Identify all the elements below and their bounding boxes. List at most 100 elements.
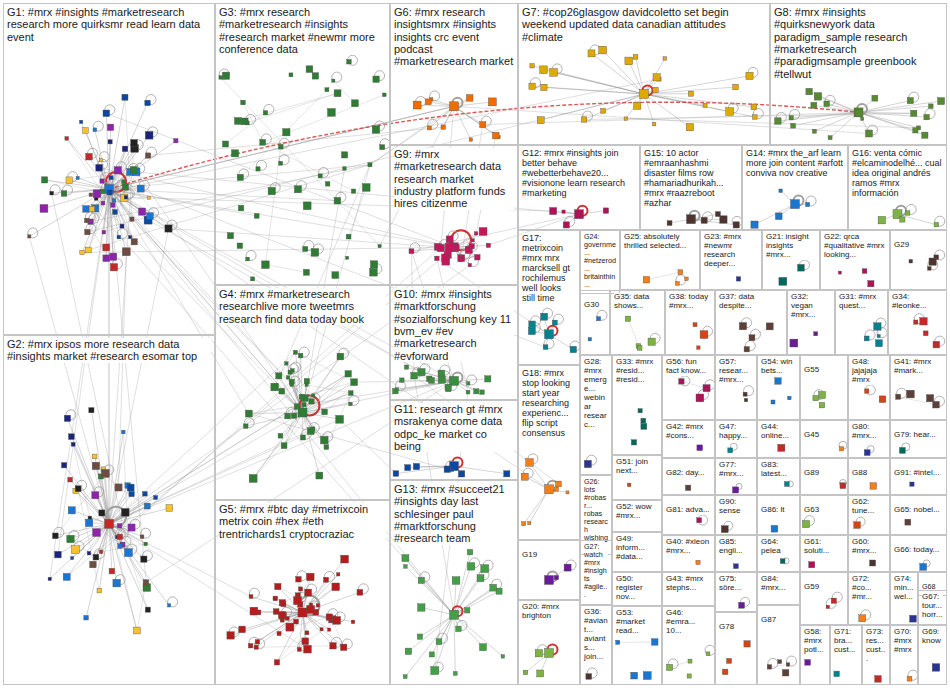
network-link	[87, 94, 644, 232]
group-box: G12: #mrx #insights join better behave #…	[518, 145, 640, 230]
vertex	[813, 396, 818, 401]
vertex	[727, 658, 732, 663]
self-loop	[255, 639, 265, 649]
vertex	[831, 598, 836, 603]
vertex	[928, 267, 932, 271]
vertex	[254, 214, 259, 219]
vertex	[471, 239, 474, 242]
vertex	[733, 487, 739, 493]
network-link	[454, 102, 492, 106]
group-box: G9: #mrx #marketresearch data research m…	[390, 145, 518, 285]
vertex	[147, 196, 150, 199]
vertex	[325, 88, 329, 92]
vertex	[728, 448, 733, 453]
group-label: G14: #mrx the_arf learn more join conten…	[746, 148, 844, 178]
group-box: G59	[800, 572, 848, 625]
group-box: G29	[890, 230, 947, 290]
self-loop	[249, 588, 259, 598]
network-link	[81, 122, 109, 189]
vertex	[89, 193, 93, 197]
group-label: G73: res... cust...	[866, 628, 886, 664]
vertex	[418, 369, 425, 376]
vertex	[289, 73, 293, 77]
vertex	[409, 249, 414, 254]
self-loop	[597, 310, 607, 320]
vertex	[468, 263, 471, 266]
group-box: G31: #mrx quest...	[835, 290, 888, 355]
vertex	[575, 210, 584, 219]
vertex	[429, 652, 434, 657]
network-link	[454, 615, 503, 657]
vertex	[370, 261, 377, 268]
group-label: G43: #mrx stephs...	[666, 575, 711, 593]
self-loop	[806, 196, 816, 206]
vertex	[537, 670, 544, 677]
vertex	[451, 468, 454, 471]
network-link	[221, 78, 380, 247]
network-link	[256, 646, 333, 648]
vertex	[543, 345, 548, 350]
vertex	[256, 167, 260, 171]
vertex	[786, 663, 789, 666]
vertex	[927, 395, 934, 402]
vertex	[530, 64, 534, 68]
group-box: G91: #intel...	[890, 458, 947, 495]
vertex	[819, 402, 825, 408]
vertex	[380, 145, 385, 150]
vertex	[490, 584, 497, 591]
group-box: G34: #leonke...	[888, 290, 947, 355]
vertex	[739, 323, 746, 330]
group-label: G36: #aviant... aviants... join...	[584, 608, 608, 662]
group-box: G74: min... wel...	[890, 572, 918, 625]
vertex	[866, 130, 873, 137]
vertex	[351, 620, 355, 624]
self-loop	[168, 597, 178, 607]
self-loop	[117, 229, 127, 239]
vertex	[145, 153, 150, 158]
group-label: G13: #mrx #succeet21 #insights day last …	[394, 483, 514, 545]
vertex	[767, 665, 771, 669]
vertex	[791, 200, 800, 209]
group-label: G61: soluti...	[804, 538, 844, 556]
self-loop	[99, 152, 109, 162]
network-link	[73, 444, 90, 518]
vertex	[859, 615, 866, 622]
vertex	[403, 675, 407, 679]
vertex	[297, 647, 301, 651]
vertex	[865, 389, 869, 393]
vertex	[110, 264, 117, 271]
vertex	[93, 554, 99, 560]
network-link	[29, 189, 109, 236]
vertex	[933, 341, 940, 348]
group-box: G40: #xleon #mrx...	[662, 535, 715, 572]
group-box: G47: happy...	[715, 420, 757, 458]
group-label: G11: research gt #mrx msrakenya come dat…	[394, 403, 514, 452]
vertex	[441, 125, 446, 129]
group-box: G41: #mrx #mark...	[890, 355, 947, 420]
vertex	[488, 98, 496, 106]
vertex	[312, 73, 318, 79]
network-link	[73, 444, 109, 524]
vertex	[920, 318, 927, 325]
vertex	[766, 323, 773, 330]
vertex	[346, 234, 351, 239]
self-loop	[410, 243, 420, 253]
vertex	[581, 117, 586, 122]
vertex	[83, 206, 90, 213]
self-loop	[544, 339, 554, 349]
network-link	[626, 119, 919, 128]
vertex	[541, 313, 548, 320]
vertex	[545, 649, 554, 658]
vertex	[444, 466, 451, 473]
network-link	[454, 566, 471, 615]
vertex	[263, 111, 267, 115]
vertex	[641, 423, 647, 429]
vertex	[454, 245, 460, 251]
group-box: G33: #mrx #resid... #resid...	[612, 355, 662, 455]
network-link	[88, 165, 370, 250]
self-loop	[290, 376, 300, 386]
self-loop	[219, 69, 229, 79]
vertex	[145, 607, 150, 612]
network-link	[71, 437, 109, 524]
vertex	[749, 335, 755, 341]
